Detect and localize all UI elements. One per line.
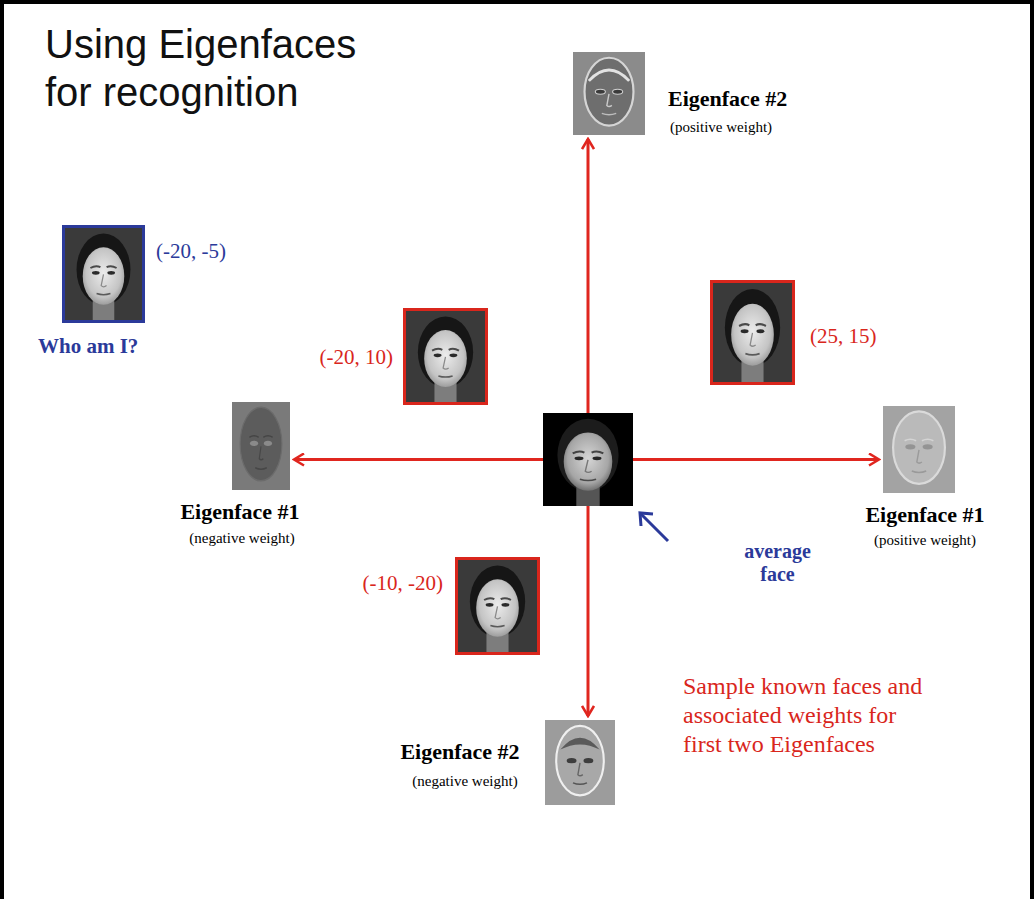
title: Using Eigenfaces for recognition xyxy=(45,20,385,116)
face-picture xyxy=(232,402,290,490)
face-image xyxy=(458,560,537,652)
leader-line xyxy=(641,514,668,541)
axis-label: Eigenface #1 xyxy=(865,502,984,527)
question-label: Who am I? xyxy=(38,334,138,358)
face-picture xyxy=(458,560,537,652)
axis-sublabel: (negative weight) xyxy=(189,530,294,547)
average-label: average face xyxy=(730,540,825,586)
eigenface-box: Eigenface #1(negative weight) xyxy=(232,402,290,490)
face-image xyxy=(65,228,142,320)
axis-label: Eigenface #1 xyxy=(180,499,299,524)
weight-label: (-10, -20) xyxy=(363,571,443,595)
eigenface-box: Eigenface #2(positive weight) xyxy=(573,52,645,135)
axis-sublabel: (positive weight) xyxy=(874,532,976,549)
face-picture xyxy=(545,720,615,805)
weight-axis-arrow xyxy=(633,458,879,461)
face-image xyxy=(713,283,792,382)
note-text: Sample known faces and associated weight… xyxy=(683,672,933,759)
average-face-box: average face xyxy=(543,413,633,506)
weight-axis-arrow xyxy=(587,506,590,716)
face-image xyxy=(232,402,290,490)
axis-label: Eigenface #2 xyxy=(400,739,519,764)
weight-axis-arrow xyxy=(294,458,543,461)
known-face-box: (25, 15) xyxy=(710,280,795,385)
leader-arrowhead xyxy=(640,513,653,526)
face-image xyxy=(883,406,955,493)
face-image xyxy=(543,413,633,506)
face-image xyxy=(573,52,645,135)
query-face-box: (-20, -5)Who am I? xyxy=(62,225,145,323)
eigenface-box: Eigenface #1(positive weight) xyxy=(883,406,955,493)
face-picture xyxy=(713,283,792,382)
axis-sublabel: (positive weight) xyxy=(670,119,772,136)
eigenface-box: Eigenface #2(negative weight) xyxy=(545,720,615,805)
face-picture xyxy=(65,228,142,320)
weight-label: (-20, 10) xyxy=(320,345,393,369)
known-face-box: (-10, -20) xyxy=(455,557,540,655)
axis-label: Eigenface #2 xyxy=(668,86,787,111)
face-picture xyxy=(406,311,485,402)
face-picture xyxy=(883,406,955,493)
axis-sublabel: (negative weight) xyxy=(412,773,517,790)
face-image xyxy=(545,720,615,805)
weight-label: (25, 15) xyxy=(810,324,877,348)
weight-axis-arrow xyxy=(587,139,590,413)
face-picture xyxy=(573,52,645,135)
face-image xyxy=(406,311,485,402)
weight-label: (-20, -5) xyxy=(156,239,226,263)
known-face-box: (-20, 10) xyxy=(403,308,488,405)
face-picture xyxy=(543,413,633,506)
